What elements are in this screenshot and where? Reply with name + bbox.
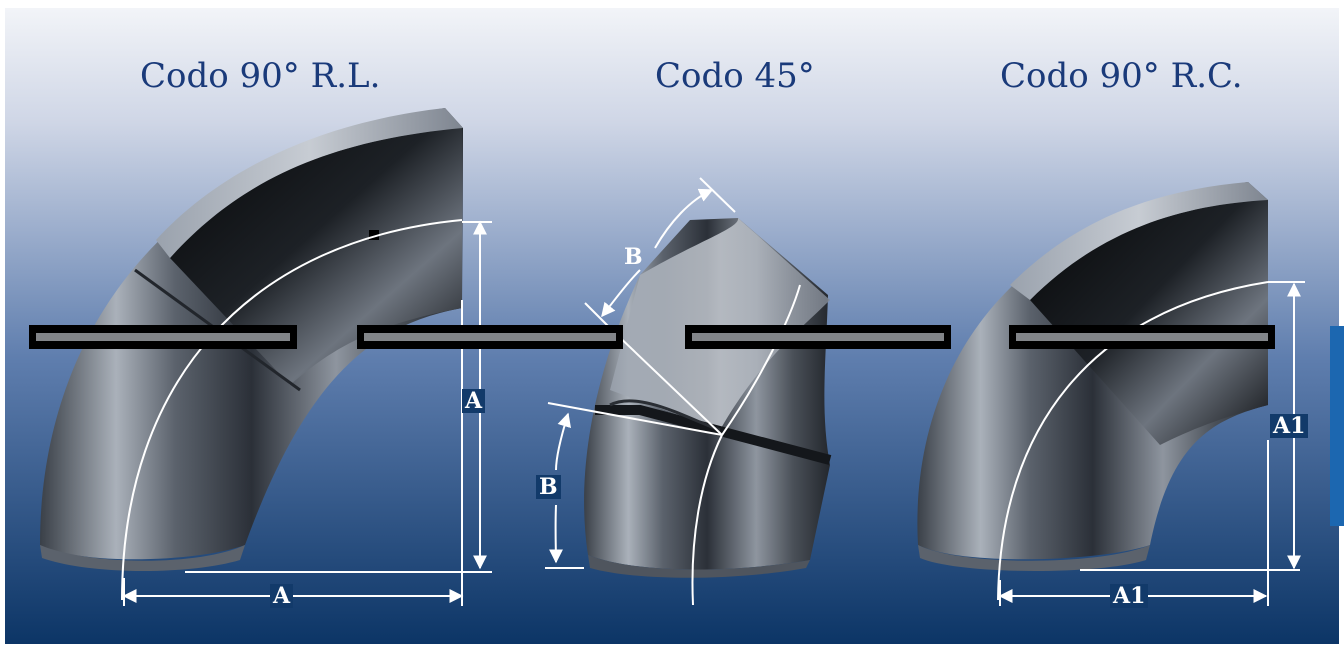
dimension-label-b-upper: B xyxy=(624,244,643,270)
elbow-2-dimensions xyxy=(545,177,801,606)
dimension-label-a1-vertical: A1 xyxy=(1270,414,1309,438)
elbow-90-short-radius xyxy=(917,182,1268,572)
title-codo-90-rl: Codo 90° R.L. xyxy=(140,56,381,96)
dimension-label-a-vertical: A xyxy=(462,389,486,413)
small-square-marker xyxy=(369,230,379,240)
dimension-label-a-horizontal: A xyxy=(270,584,294,608)
redaction-bars xyxy=(29,325,1275,349)
elbow-45 xyxy=(584,218,832,578)
dimension-label-b-lower: B xyxy=(536,475,561,499)
title-codo-90-rc: Codo 90° R.C. xyxy=(1000,56,1243,96)
right-edge-accent xyxy=(1330,326,1344,526)
title-codo-45: Codo 45° xyxy=(655,56,815,96)
dimension-label-a1-horizontal: A1 xyxy=(1110,584,1149,608)
